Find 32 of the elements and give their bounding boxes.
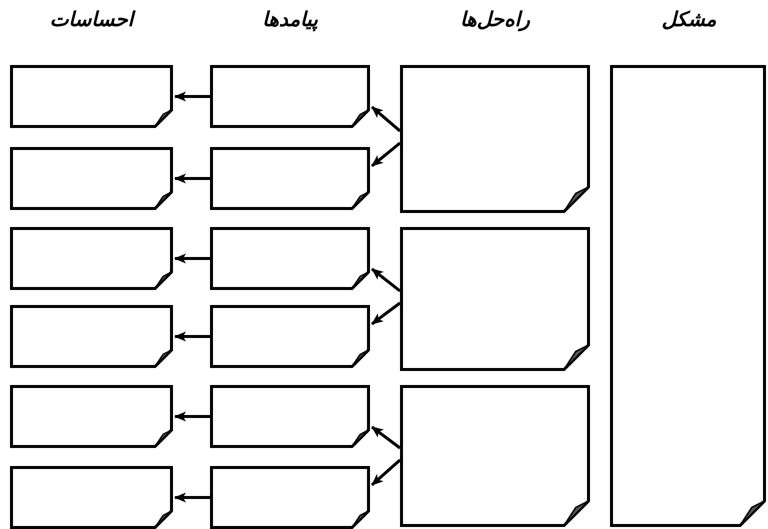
- column-heading: احساسات: [50, 4, 134, 34]
- note-box: [210, 305, 370, 368]
- note-box: [10, 385, 173, 448]
- arrow: [371, 426, 401, 450]
- note-box: [210, 385, 370, 448]
- arrow: [371, 142, 401, 168]
- note-box: [10, 305, 173, 368]
- arrow: [371, 302, 401, 326]
- arrow: [174, 174, 210, 184]
- column-heading: پیامدها: [262, 6, 318, 34]
- column-heading: مشکل: [662, 6, 716, 33]
- note-box: [400, 227, 590, 371]
- note-box: [400, 65, 590, 213]
- arrow: [174, 412, 210, 422]
- note-box: [610, 65, 766, 527]
- note-box: [210, 147, 370, 210]
- arrow: [371, 458, 401, 486]
- note-box: [210, 65, 370, 128]
- note-box: [10, 65, 173, 128]
- arrow: [174, 92, 210, 102]
- note-box: [10, 227, 173, 290]
- arrow: [371, 268, 401, 292]
- arrow: [371, 106, 401, 132]
- note-box: [210, 227, 370, 290]
- note-box: [400, 385, 590, 527]
- arrow: [174, 254, 210, 264]
- note-box: [10, 147, 173, 210]
- note-box: [10, 466, 173, 529]
- note-box: [210, 466, 370, 529]
- arrow: [174, 332, 210, 342]
- arrow: [174, 492, 210, 502]
- column-heading: راه‌حل‌ها: [460, 6, 530, 34]
